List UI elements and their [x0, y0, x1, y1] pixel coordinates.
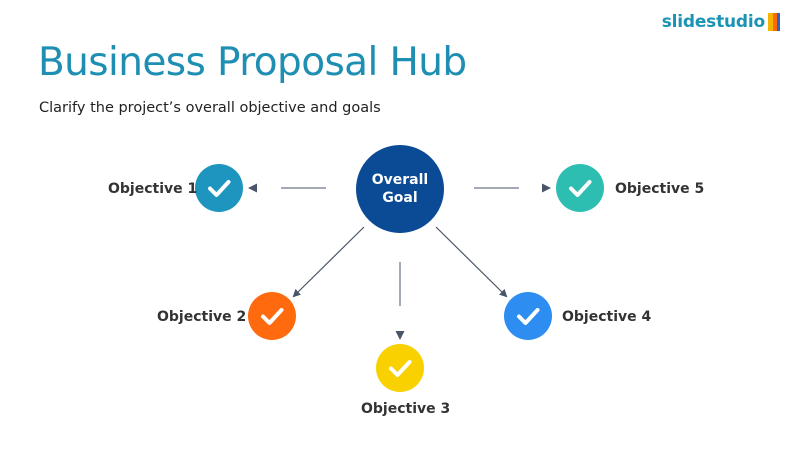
objective-4-node: [504, 292, 552, 340]
objective-5-node: [556, 164, 604, 212]
overall-goal-node: [356, 145, 444, 233]
objective-1-label: Objective 1: [108, 181, 198, 197]
objective-5-label: Objective 5: [615, 181, 705, 197]
check-icon: [569, 180, 592, 197]
objective-3-node: [376, 344, 424, 392]
arrowhead-objective-5: [542, 183, 551, 193]
brand-logo: slidestudio: [662, 12, 780, 32]
objective-3-label: Objective 3: [361, 401, 451, 417]
check-icon: [208, 180, 231, 197]
brand-mark-icon: [768, 13, 780, 31]
objective-4-label: Objective 4: [562, 309, 652, 325]
overall-goal-line2: Goal: [382, 190, 418, 206]
overall-goal-line1: Overall: [371, 172, 429, 188]
check-icon: [517, 308, 540, 325]
arrowhead-objective-1: [248, 183, 257, 193]
connector-objective-4: [435, 226, 508, 298]
check-icon: [261, 308, 284, 325]
objective-1-node: [195, 164, 243, 212]
objective-2-node: [248, 292, 296, 340]
arrowhead-objective-3: [395, 331, 405, 340]
slide-title: Business Proposal Hub: [38, 40, 467, 85]
connector-objective-2: [292, 226, 365, 298]
objective-2-label: Objective 2: [157, 309, 247, 325]
slide-subtitle: Clarify the project’s overall objective …: [39, 100, 381, 116]
check-icon: [389, 360, 412, 377]
overall-goal-label: Overall Goal: [356, 171, 444, 207]
brand-name: slidestudio: [661, 12, 765, 32]
